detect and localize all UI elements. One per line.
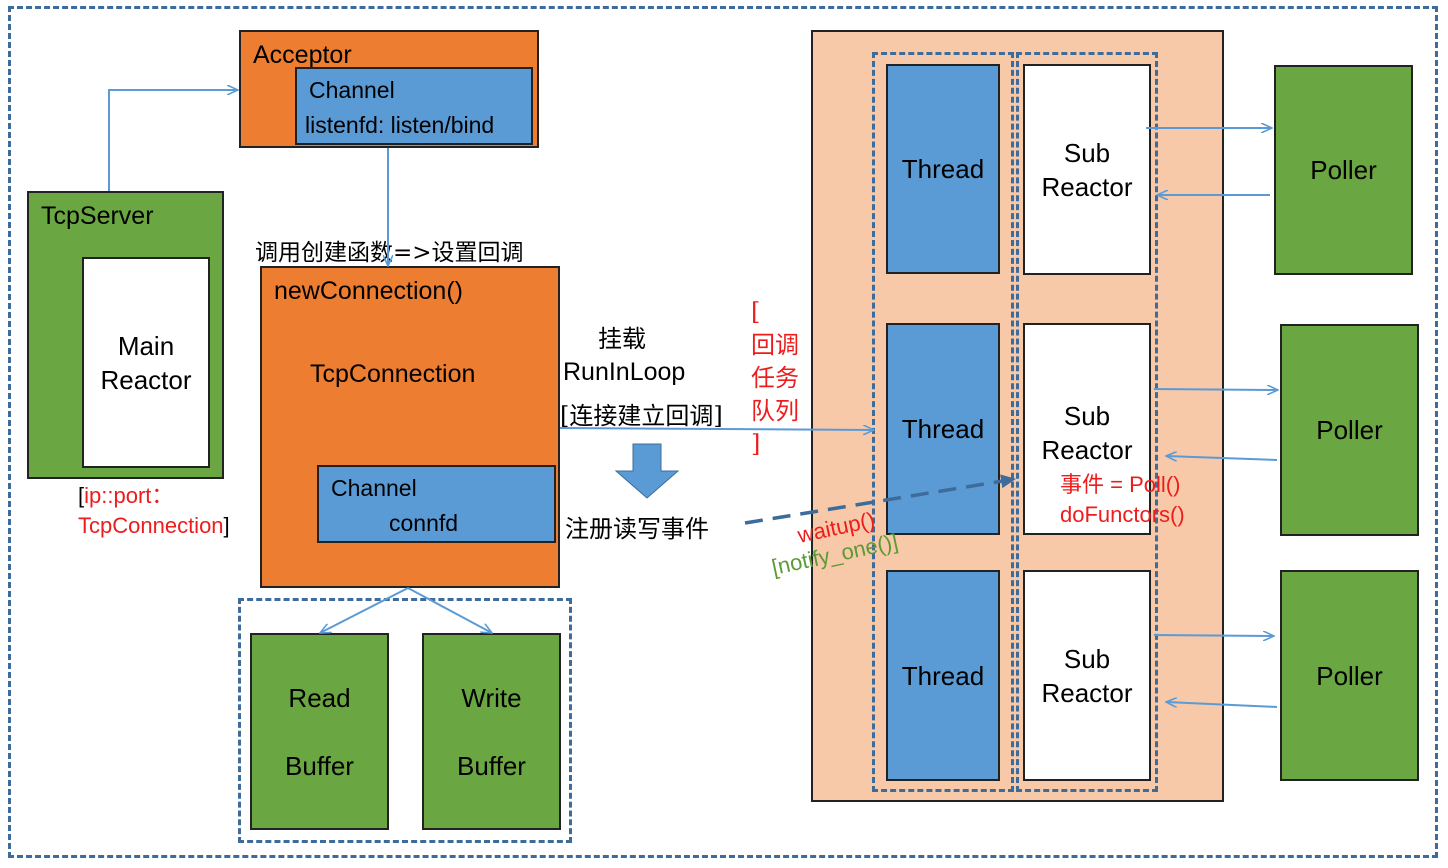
- callback-queue-label: [ 回调 任务 队列 ]: [751, 296, 799, 461]
- write-buffer-line2: Buffer: [457, 750, 526, 781]
- map-bracket-open: [: [78, 483, 85, 508]
- mount-label-2: RunInLoop: [563, 358, 686, 386]
- conn-channel-box[interactable]: Channel connfd: [317, 465, 556, 543]
- thread-label: Thread: [901, 414, 985, 444]
- subreactor-line1: Sub: [1063, 643, 1111, 674]
- thread-column-group: [872, 52, 1014, 792]
- thread-box[interactable]: Thread: [886, 64, 1000, 274]
- write-buffer-box[interactable]: Write Buffer: [422, 633, 561, 830]
- connection-map-label: [ip::port： TcpConnection]: [78, 481, 230, 541]
- read-buffer-line2: Buffer: [285, 750, 354, 781]
- poller-label: Poller: [1316, 660, 1383, 691]
- main-reactor-line2: Reactor: [100, 364, 192, 395]
- subreactor-box[interactable]: Sub Reactor: [1023, 570, 1151, 781]
- acceptor-channel-box[interactable]: Channel listenfd: listen/bind: [295, 67, 533, 145]
- mount-label-1: 挂载: [598, 325, 646, 353]
- loop-note-line2: doFunctors(): [1060, 502, 1185, 527]
- subreactor-label: Sub Reactor: [1041, 642, 1132, 710]
- register-label: 注册读写事件: [565, 515, 709, 543]
- acceptor-channel-label: Channel: [309, 77, 395, 103]
- subreactor-label: Sub Reactor: [1025, 399, 1149, 467]
- subreactor-line2: Reactor: [1041, 677, 1133, 708]
- tcpserver-title: TcpServer: [41, 202, 154, 230]
- map-ipport: ip::port：: [84, 483, 174, 508]
- poller-label: Poller: [1310, 155, 1377, 185]
- map-conn: TcpConnection: [78, 513, 224, 538]
- main-reactor-line1: Main: [117, 330, 175, 361]
- read-buffer-line1: Read: [288, 682, 351, 713]
- queue-close: ]: [751, 430, 761, 458]
- newconnection-title: newConnection(): [274, 277, 463, 305]
- loop-note-line1: 事件 = Poll(): [1060, 472, 1181, 497]
- read-buffer-box[interactable]: Read Buffer: [250, 633, 389, 830]
- map-bracket-close: ]: [223, 513, 230, 538]
- queue-line3: 队列: [751, 397, 799, 425]
- write-buffer-line1: Write: [461, 682, 522, 713]
- write-buffer-label: Write Buffer: [457, 664, 526, 800]
- main-reactor-box[interactable]: Main Reactor: [82, 257, 210, 468]
- conn-channel-label: Channel: [331, 475, 417, 501]
- poller-box[interactable]: Poller: [1274, 65, 1413, 275]
- acceptor-title: Acceptor: [253, 41, 352, 69]
- subreactor-label: Sub Reactor: [1041, 136, 1132, 204]
- thread-label: Thread: [901, 154, 985, 184]
- queue-line2: 任务: [751, 364, 799, 392]
- main-reactor-label: Main Reactor: [100, 329, 191, 397]
- subreactor-line2: Reactor: [1041, 171, 1133, 202]
- subreactor-line2: Reactor: [1041, 435, 1133, 465]
- loop-note: 事件 = Poll() doFunctors(): [1060, 470, 1185, 530]
- queue-line1: 回调: [751, 331, 799, 359]
- read-buffer-label: Read Buffer: [285, 664, 354, 800]
- subreactor-box[interactable]: Sub Reactor: [1023, 64, 1151, 275]
- poller-label: Poller: [1316, 415, 1383, 445]
- subreactor-line1: Sub: [1063, 137, 1111, 168]
- callback-label: 调用创建函数=>设置回调: [255, 240, 524, 266]
- thread-label: Thread: [901, 660, 985, 691]
- thread-box[interactable]: Thread: [886, 323, 1000, 535]
- subreactor-column-group: [1016, 52, 1158, 792]
- tcpconnection-label: TcpConnection: [310, 360, 476, 388]
- thread-box[interactable]: Thread: [886, 570, 1000, 781]
- subreactor-box[interactable]: Sub Reactor: [1023, 323, 1151, 535]
- connfd-label: connfd: [389, 510, 459, 536]
- acceptor-listen-label: listenfd: listen/bind: [305, 112, 495, 138]
- poller-box[interactable]: Poller: [1280, 324, 1419, 536]
- poller-box[interactable]: Poller: [1280, 570, 1419, 781]
- queue-open: [: [751, 298, 761, 326]
- subreactor-line1: Sub: [1063, 401, 1111, 431]
- mount-label-3: [连接建立回调]: [560, 402, 723, 430]
- outer-frame: [8, 6, 1438, 858]
